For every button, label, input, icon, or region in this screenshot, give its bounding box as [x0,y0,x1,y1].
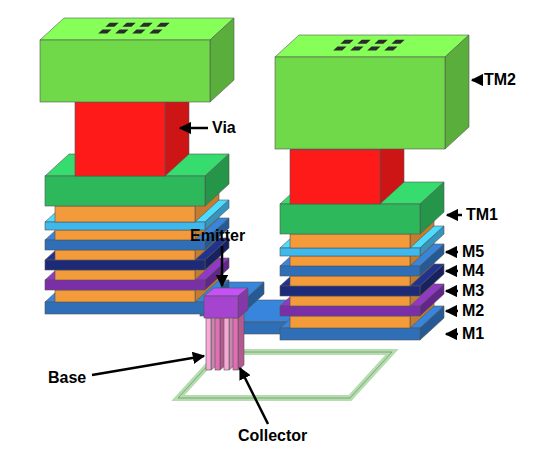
pad-hole [105,23,118,27]
block-front [45,176,205,206]
block-top [45,258,229,280]
block-top [40,18,234,40]
leader-arrows [92,80,480,424]
leader-arrow [221,246,224,286]
block-front [280,286,420,296]
pad-hole [149,29,162,33]
callout-label: Via [212,119,236,137]
pad-hole [367,46,380,50]
pad-hole [139,23,152,27]
stack-blocks [40,18,469,398]
pad-hole [132,29,145,33]
block-front [290,316,410,328]
callout-label: Emitter [190,227,245,245]
pad-hole [156,23,169,27]
layer-block [280,244,444,276]
layer-block [45,280,229,314]
block-front [45,280,205,290]
pad-hole [391,40,404,44]
layer-block [280,284,444,316]
pad-hole [357,40,370,44]
pad-hole [122,23,135,27]
block-side [238,288,248,318]
leader-arrow [446,270,458,273]
callout-label: Collector [238,427,307,445]
leader-arrow [447,214,462,217]
block-front [215,318,220,370]
leader-arrow [472,79,480,82]
block-front [280,328,420,340]
block-side [420,182,444,234]
pad-hole [115,29,128,33]
pad-hole [384,46,397,50]
block-front [55,290,195,302]
block-front [233,318,238,370]
block-side [445,35,469,149]
block-top [275,35,469,57]
block-front [75,102,165,176]
block-side [238,313,244,370]
block-front [55,270,195,280]
block-front [55,206,195,222]
block-front [206,318,211,370]
block-front [204,296,238,318]
pad-hole [333,46,346,50]
block-top [280,264,444,286]
pad-hole [374,40,387,44]
block-front [280,204,420,234]
block-front [45,260,205,270]
device-finger [233,313,244,370]
block-top [280,284,444,306]
layer-block [40,18,234,102]
callout-label: M2 [462,302,484,320]
leader-arrow [180,127,208,130]
block-front [280,266,420,276]
leader-arrow [446,290,458,293]
leader-arrow [446,310,458,313]
pad-hole [340,40,353,44]
layer-block [280,264,444,296]
block-front [224,318,229,370]
layer-block [275,35,469,149]
leader-arrow [240,368,268,424]
block-front [45,240,205,250]
block-front [290,296,410,306]
leader-arrow [92,356,204,375]
callout-label: TM2 [484,71,516,89]
block-front [55,230,195,240]
block-front [45,222,205,230]
pad-hole [350,46,363,50]
block-front [290,234,410,248]
block-side [210,18,234,102]
block-front [290,150,380,204]
block-front [45,302,205,314]
block-side [205,154,229,206]
callout-label: Base [48,369,86,387]
block-front [290,276,410,286]
block-front [280,248,420,256]
callout-label: TM1 [466,206,498,224]
block-front [40,40,210,102]
callout-label: M1 [462,325,484,343]
block-front [55,250,195,260]
block-front [280,306,420,316]
emitter-block [204,288,248,318]
leader-arrow [446,251,458,254]
block-front [290,256,410,266]
block-front [275,57,445,149]
leader-arrow [446,333,458,336]
layer-block [280,306,444,340]
pad-hole [98,29,111,33]
callout-label: M3 [462,282,484,300]
callout-label: M5 [462,243,484,261]
callout-label: M4 [462,262,484,280]
